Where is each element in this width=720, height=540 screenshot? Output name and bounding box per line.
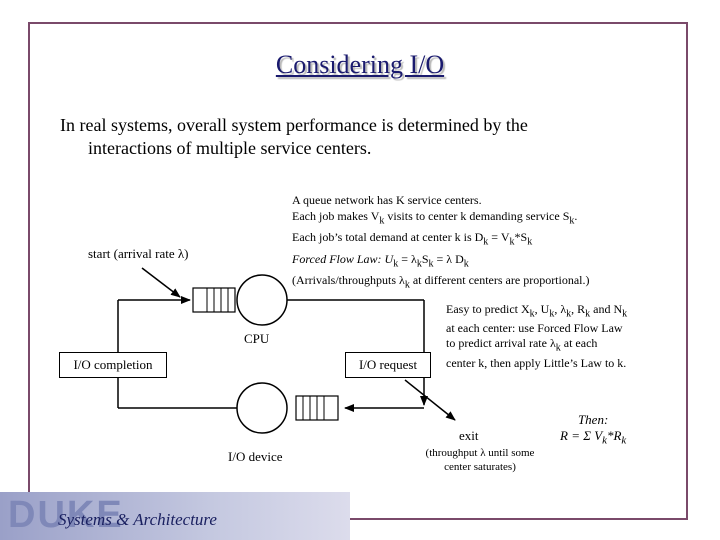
start-arrow <box>141 267 181 298</box>
note-line-1: A queue network has K service centers. <box>292 193 482 207</box>
exit-arrow <box>404 379 456 421</box>
side-line-3: to predict arrival rate λk at each <box>446 336 598 354</box>
response-time-formula: R = Σ Vk*Rk <box>560 428 627 447</box>
side-line-2: at each center: use Forced Flow Law <box>446 321 623 336</box>
side-line-4: center k, then apply Little’s Law to k. <box>446 355 627 370</box>
intro-line-2: interactions of multiple service centers… <box>88 138 372 158</box>
slide-frame <box>28 22 688 520</box>
queue-network-notes: A queue network has K service centers. E… <box>292 192 590 294</box>
io-queue <box>295 395 339 421</box>
io-request-label: I/O request <box>345 352 431 378</box>
footer-subtitle: Systems & Architecture <box>58 510 217 529</box>
footer-banner <box>0 492 350 540</box>
io-device-label: I/O device <box>228 449 283 464</box>
throughput-line-1: (throughput λ until some <box>425 447 535 459</box>
cpu-label: CPU <box>244 331 270 346</box>
intro-line-1: In real systems, overall system performa… <box>60 115 528 135</box>
duke-logo: DUKE <box>8 494 124 536</box>
note-line-5: (Arrivals/throughputs λk at different ce… <box>292 273 590 291</box>
exit-label: exit <box>459 428 479 443</box>
cpu-queue <box>192 287 236 313</box>
start-label: start (arrival rate λ) <box>88 246 189 261</box>
io-device-server <box>236 382 288 434</box>
throughput-note: (throughput λ until some center saturate… <box>410 446 550 474</box>
side-line-1: Easy to predict Xk, Uk, λk, Rk and Nk <box>446 302 628 320</box>
note-line-2: Each job makes Vk visits to center k dem… <box>292 209 578 227</box>
cpu-server <box>236 274 288 326</box>
slide-title: Considering I/O <box>275 50 445 79</box>
throughput-line-2: center saturates) <box>444 461 516 473</box>
then-note: Then: R = Σ Vk*Rk <box>560 412 626 447</box>
then-label: Then: <box>577 412 609 427</box>
note-line-4: Forced Flow Law: Uk = λkSk = λ Dk <box>292 251 469 270</box>
intro-text: In real systems, overall system performa… <box>60 114 660 160</box>
note-line-3: Each job’s total demand at center k is D… <box>292 230 533 248</box>
side-note: Easy to predict Xk, Uk, λk, Rk and Nk at… <box>446 302 666 371</box>
io-completion-label: I/O completion <box>59 352 167 378</box>
